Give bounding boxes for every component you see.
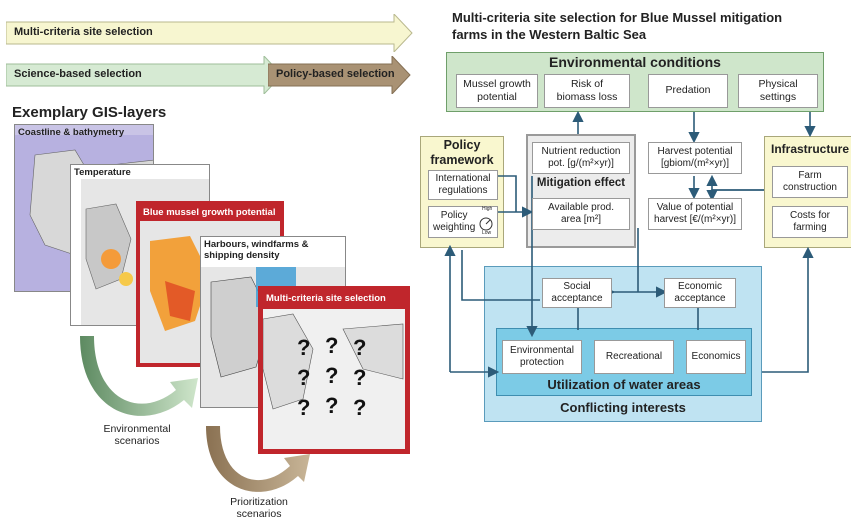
policy-weighting-label: Policy weighting (433, 209, 476, 234)
gis-layers-title: Exemplary GIS-layers (12, 104, 167, 121)
risk-biomass-box: Risk of biomass loss (544, 74, 630, 108)
available-area-box: Available prod. area [m²] (532, 198, 630, 230)
recreational-box: Recreational (594, 340, 674, 374)
environmental-protection-box: Environmental protection (502, 340, 582, 374)
environmental-scenarios-arrow (80, 336, 198, 416)
site-selection-map-graphic (263, 309, 405, 449)
growth-potential-header-bar (140, 205, 280, 221)
diagram-title: Multi-criteria site selection for Blue M… (452, 10, 783, 42)
layer-harbours-label: Harbours, windfarms & shipping density (204, 239, 309, 261)
gauge-high-label: High (482, 206, 493, 212)
economics-box: Economics (686, 340, 746, 374)
nutrient-reduction-box: Nutrient reduction pot. [g/(m²×yr)] (532, 142, 630, 174)
costs-farming-box: Costs for farming (772, 206, 848, 238)
gauge-icon (479, 217, 493, 231)
multi-criteria-arrow-label: Multi-criteria site selection (14, 26, 153, 38)
question-mark: ? (297, 395, 311, 420)
question-mark: ? (325, 393, 339, 418)
mitigation-effect-title: Mitigation effect (536, 177, 626, 189)
layer-temperature-label: Temperature (74, 167, 131, 178)
predation-box: Predation (648, 74, 728, 108)
question-mark: ? (353, 365, 367, 390)
utilization-title: Utilization of water areas (547, 377, 701, 392)
multi-criteria-arrow (6, 14, 413, 52)
question-mark: ? (325, 363, 339, 388)
policy-weighting-box: Policy weighting (428, 206, 498, 238)
layer-growth-label: Blue mussel growth potential (143, 207, 276, 218)
site-selection-header-bar (263, 291, 405, 309)
mussel-growth-box: Mussel growth potential (456, 74, 538, 108)
policy-based-label: Policy-based selection (276, 68, 395, 80)
question-mark: ? (297, 335, 311, 360)
question-mark: ? (353, 395, 367, 420)
question-mark: ? (353, 335, 367, 360)
economic-acceptance-box: Economic acceptance (664, 278, 736, 308)
layer-coastline-label: Coastline & bathymetry (18, 127, 125, 138)
layer-site-selection-label: Multi-criteria site selection (266, 293, 386, 304)
layer-site-selection: Multi-criteria site selection ? ? ? ? ? … (258, 286, 410, 454)
prioritization-scenarios-arrow (206, 426, 310, 492)
environmental-scenarios-label: Environmental scenarios (103, 423, 171, 447)
international-regulations-box: International regulations (428, 170, 498, 200)
infrastructure-title: Infrastructure (770, 142, 850, 156)
social-acceptance-box: Social acceptance (542, 278, 612, 308)
policy-based-arrow (268, 56, 411, 94)
harvest-potential-box: Harvest potential [gbiom/(m²×yr)] (648, 142, 742, 174)
harvest-value-box: Value of potential harvest [€/(m²×yr)] (648, 198, 742, 230)
gauge-low-label: Low (482, 230, 492, 236)
environmental-conditions-title: Environmental conditions (549, 54, 721, 70)
physical-settings-box: Physical settings (738, 74, 818, 108)
farm-construction-box: Farm construction (772, 166, 848, 198)
policy-framework-title: Policy framework (430, 138, 494, 167)
question-mark: ? (325, 333, 339, 358)
prioritization-scenarios-label: Prioritization scenarios (230, 496, 288, 520)
question-mark: ? (297, 365, 311, 390)
conflicting-interests-title: Conflicting interests (560, 400, 686, 415)
science-based-label: Science-based selection (14, 68, 142, 80)
